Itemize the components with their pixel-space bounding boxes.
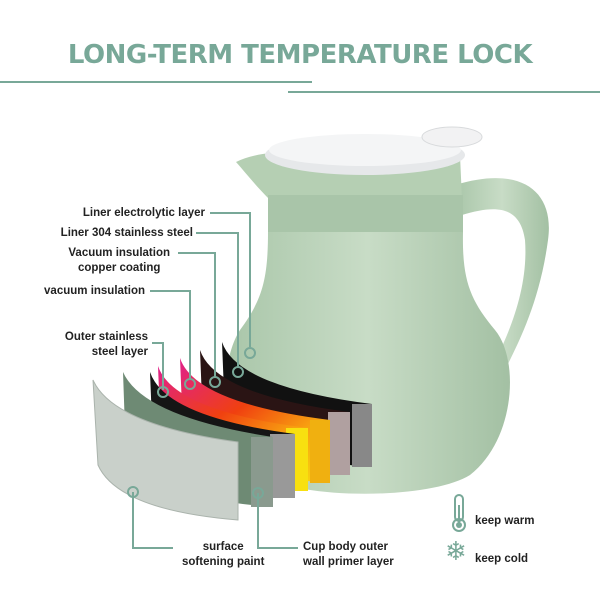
leader-primer — [257, 493, 298, 549]
label-primer-line1: Cup body outer — [303, 541, 388, 553]
label-outer-steel-line1: Outer stainless — [64, 331, 148, 343]
page-title: LONG-TERM TEMPERATURE LOCK — [67, 40, 533, 70]
leader-liner-steel — [196, 232, 239, 367]
label-vacuum-copper: Vacuum insulation copper coating — [68, 246, 170, 276]
label-outer-steel-line2: steel layer — [91, 346, 148, 358]
label-primer: Cup body outer wall primer layer — [303, 540, 394, 570]
label-surface-line1: surface — [202, 541, 244, 553]
thermometer-icon — [448, 493, 470, 538]
label-vacuum-copper-line1: Vacuum insulation — [68, 247, 170, 259]
label-vacuum: vacuum insulation — [44, 285, 145, 297]
label-vacuum-copper-line2: copper coating — [77, 262, 161, 274]
leader-surface — [132, 492, 173, 549]
label-liner-electrolytic: Liner electrolytic layer — [82, 207, 205, 219]
title-underline-right — [288, 91, 600, 93]
label-liner-steel: Liner 304 stainless steel — [60, 227, 193, 239]
snowflake-icon: ❄ — [445, 536, 467, 566]
legend-keep-cold: keep cold — [475, 553, 529, 565]
layer-surface-paint — [92, 379, 239, 521]
label-primer-line2: wall primer layer — [303, 556, 394, 568]
leader-outer-steel — [152, 342, 164, 390]
label-outer-steel: Outer stainless steel layer — [65, 330, 148, 360]
legend-keep-warm: keep warm — [475, 515, 535, 527]
leader-copper — [178, 252, 216, 377]
label-surface-paint: surface softening paint — [182, 540, 264, 570]
kettle-handle — [455, 178, 549, 370]
title-underline-left — [0, 81, 312, 83]
leader-liner-electrolytic — [210, 212, 251, 347]
leader-vacuum — [150, 290, 191, 380]
label-surface-line2: softening paint — [182, 556, 265, 568]
